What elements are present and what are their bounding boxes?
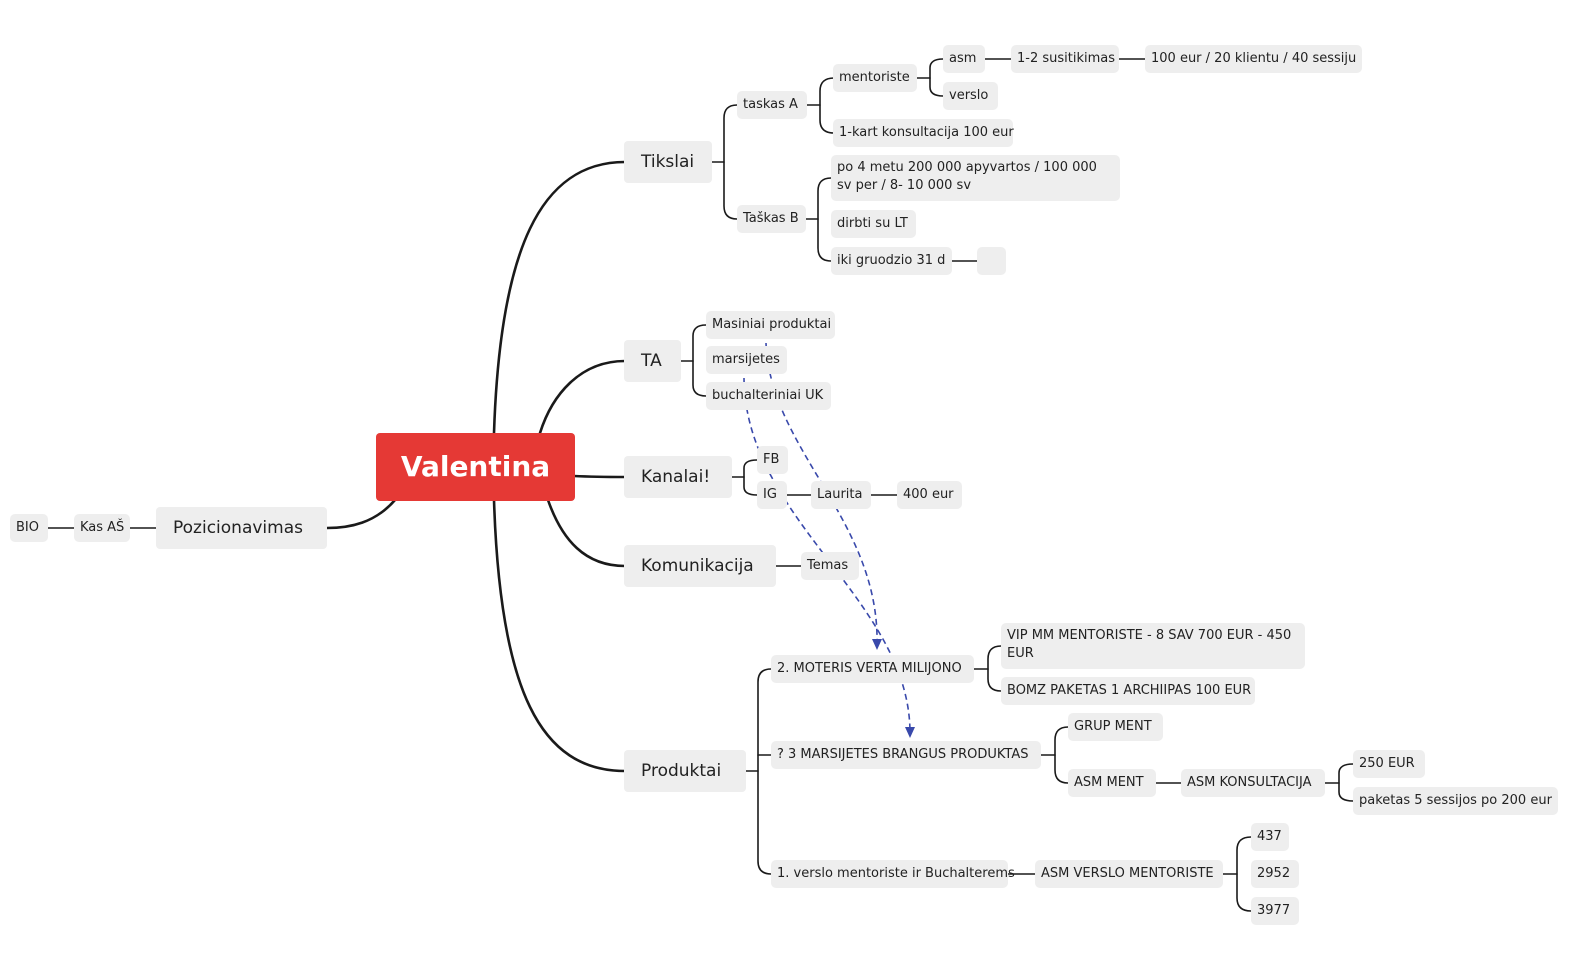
topic-taskas-b[interactable]: Taškas B [737,205,806,233]
topic-komunikacija[interactable]: Komunikacija [624,545,776,587]
topic-asm[interactable]: asm [943,45,985,73]
topic-verslo[interactable]: verslo [943,82,998,110]
relation-arrowhead [905,727,915,738]
topic-buchalteriniai[interactable]: buchalteriniai UK [706,382,831,410]
topic-400-eur[interactable]: 400 eur [897,481,962,509]
topic-kaina[interactable]: 100 eur / 20 klientu / 40 sessiju [1145,45,1362,73]
link-root-komunikacija [546,498,627,568]
topic-asm-ment[interactable]: ASM MENT [1068,769,1156,797]
topic-asm-verslo-mentoriste[interactable]: ASM VERSLO MENTORISTE [1035,860,1223,888]
topic-produktai[interactable]: Produktai [624,750,746,792]
topic-ig[interactable]: IG [757,481,787,509]
topic-437[interactable]: 437 [1251,823,1289,851]
topic-3977[interactable]: 3977 [1251,897,1299,925]
topic-kanalai[interactable]: Kanalai! [624,456,732,498]
topic-masiniai-produktai[interactable]: Masiniai produktai [706,311,835,339]
topic-iki[interactable]: iki gruodzio 31 d [831,247,952,275]
topic-laurita[interactable]: Laurita [811,481,871,509]
topic-asm-konsultacija[interactable]: ASM KONSULTACIJA [1181,769,1325,797]
topic-verslo-mentoriste[interactable]: 1. verslo mentoriste ir Buchalterems [771,860,1015,888]
topic-pozicionavimas[interactable]: Pozicionavimas [156,507,327,549]
topic-marsijetes-brangus[interactable]: ? 3 MARSIJETES BRANGUS PRODUKTAS [771,741,1041,769]
topic-moteris-verta-milijono[interactable]: 2. MOTERIS VERTA MILIJONO [771,655,974,683]
topic-2952[interactable]: 2952 [1251,860,1299,888]
topic-bomz-paketas[interactable]: BOMZ PAKETAS 1 ARCHIIPAS 100 EUR [1001,677,1255,705]
topic-konsultacija[interactable]: 1-kart konsultacija 100 eur [833,119,1014,147]
root-topic[interactable]: Valentina [376,433,575,501]
link-root-kanalai [572,474,627,479]
topic-vip-mm-mentoriste[interactable]: VIP MM MENTORISTE - 8 SAV 700 EUR - 450 … [1001,623,1305,669]
topic-grup-ment[interactable]: GRUP MENT [1068,713,1163,741]
topic-apyvarta[interactable]: po 4 metu 200 000 apyvartos / 100 000 sv… [831,155,1120,201]
topic-dirbti[interactable]: dirbti su LT [831,210,916,238]
topic-marsijetes[interactable]: marsijetes [706,346,787,374]
topic-taskas-a[interactable]: taskas A [737,91,807,119]
link-root-produktai [492,498,627,773]
topic-susitikimas[interactable]: 1-2 susitikimas [1011,45,1119,73]
topic-temas[interactable]: Temas [801,552,859,580]
topic-empty[interactable] [977,247,1006,275]
topic-250-eur[interactable]: 250 EUR [1353,750,1425,778]
topic-fb[interactable]: FB [757,446,788,474]
link-root-pozicionavimas [325,498,397,530]
relation-arrowhead [872,639,882,650]
topic-bio[interactable]: BIO [10,514,48,542]
topic-mentoriste[interactable]: mentoriste [833,64,917,92]
topic-tikslai[interactable]: Tikslai [624,141,712,183]
topic-paketas-5-sessijos[interactable]: paketas 5 sessijos po 200 eur [1353,787,1558,815]
link-root-ta [538,359,627,435]
topic-kas-as[interactable]: Kas AŠ [74,514,130,542]
topic-ta[interactable]: TA [624,340,681,382]
link-root-tikslai [492,160,627,435]
